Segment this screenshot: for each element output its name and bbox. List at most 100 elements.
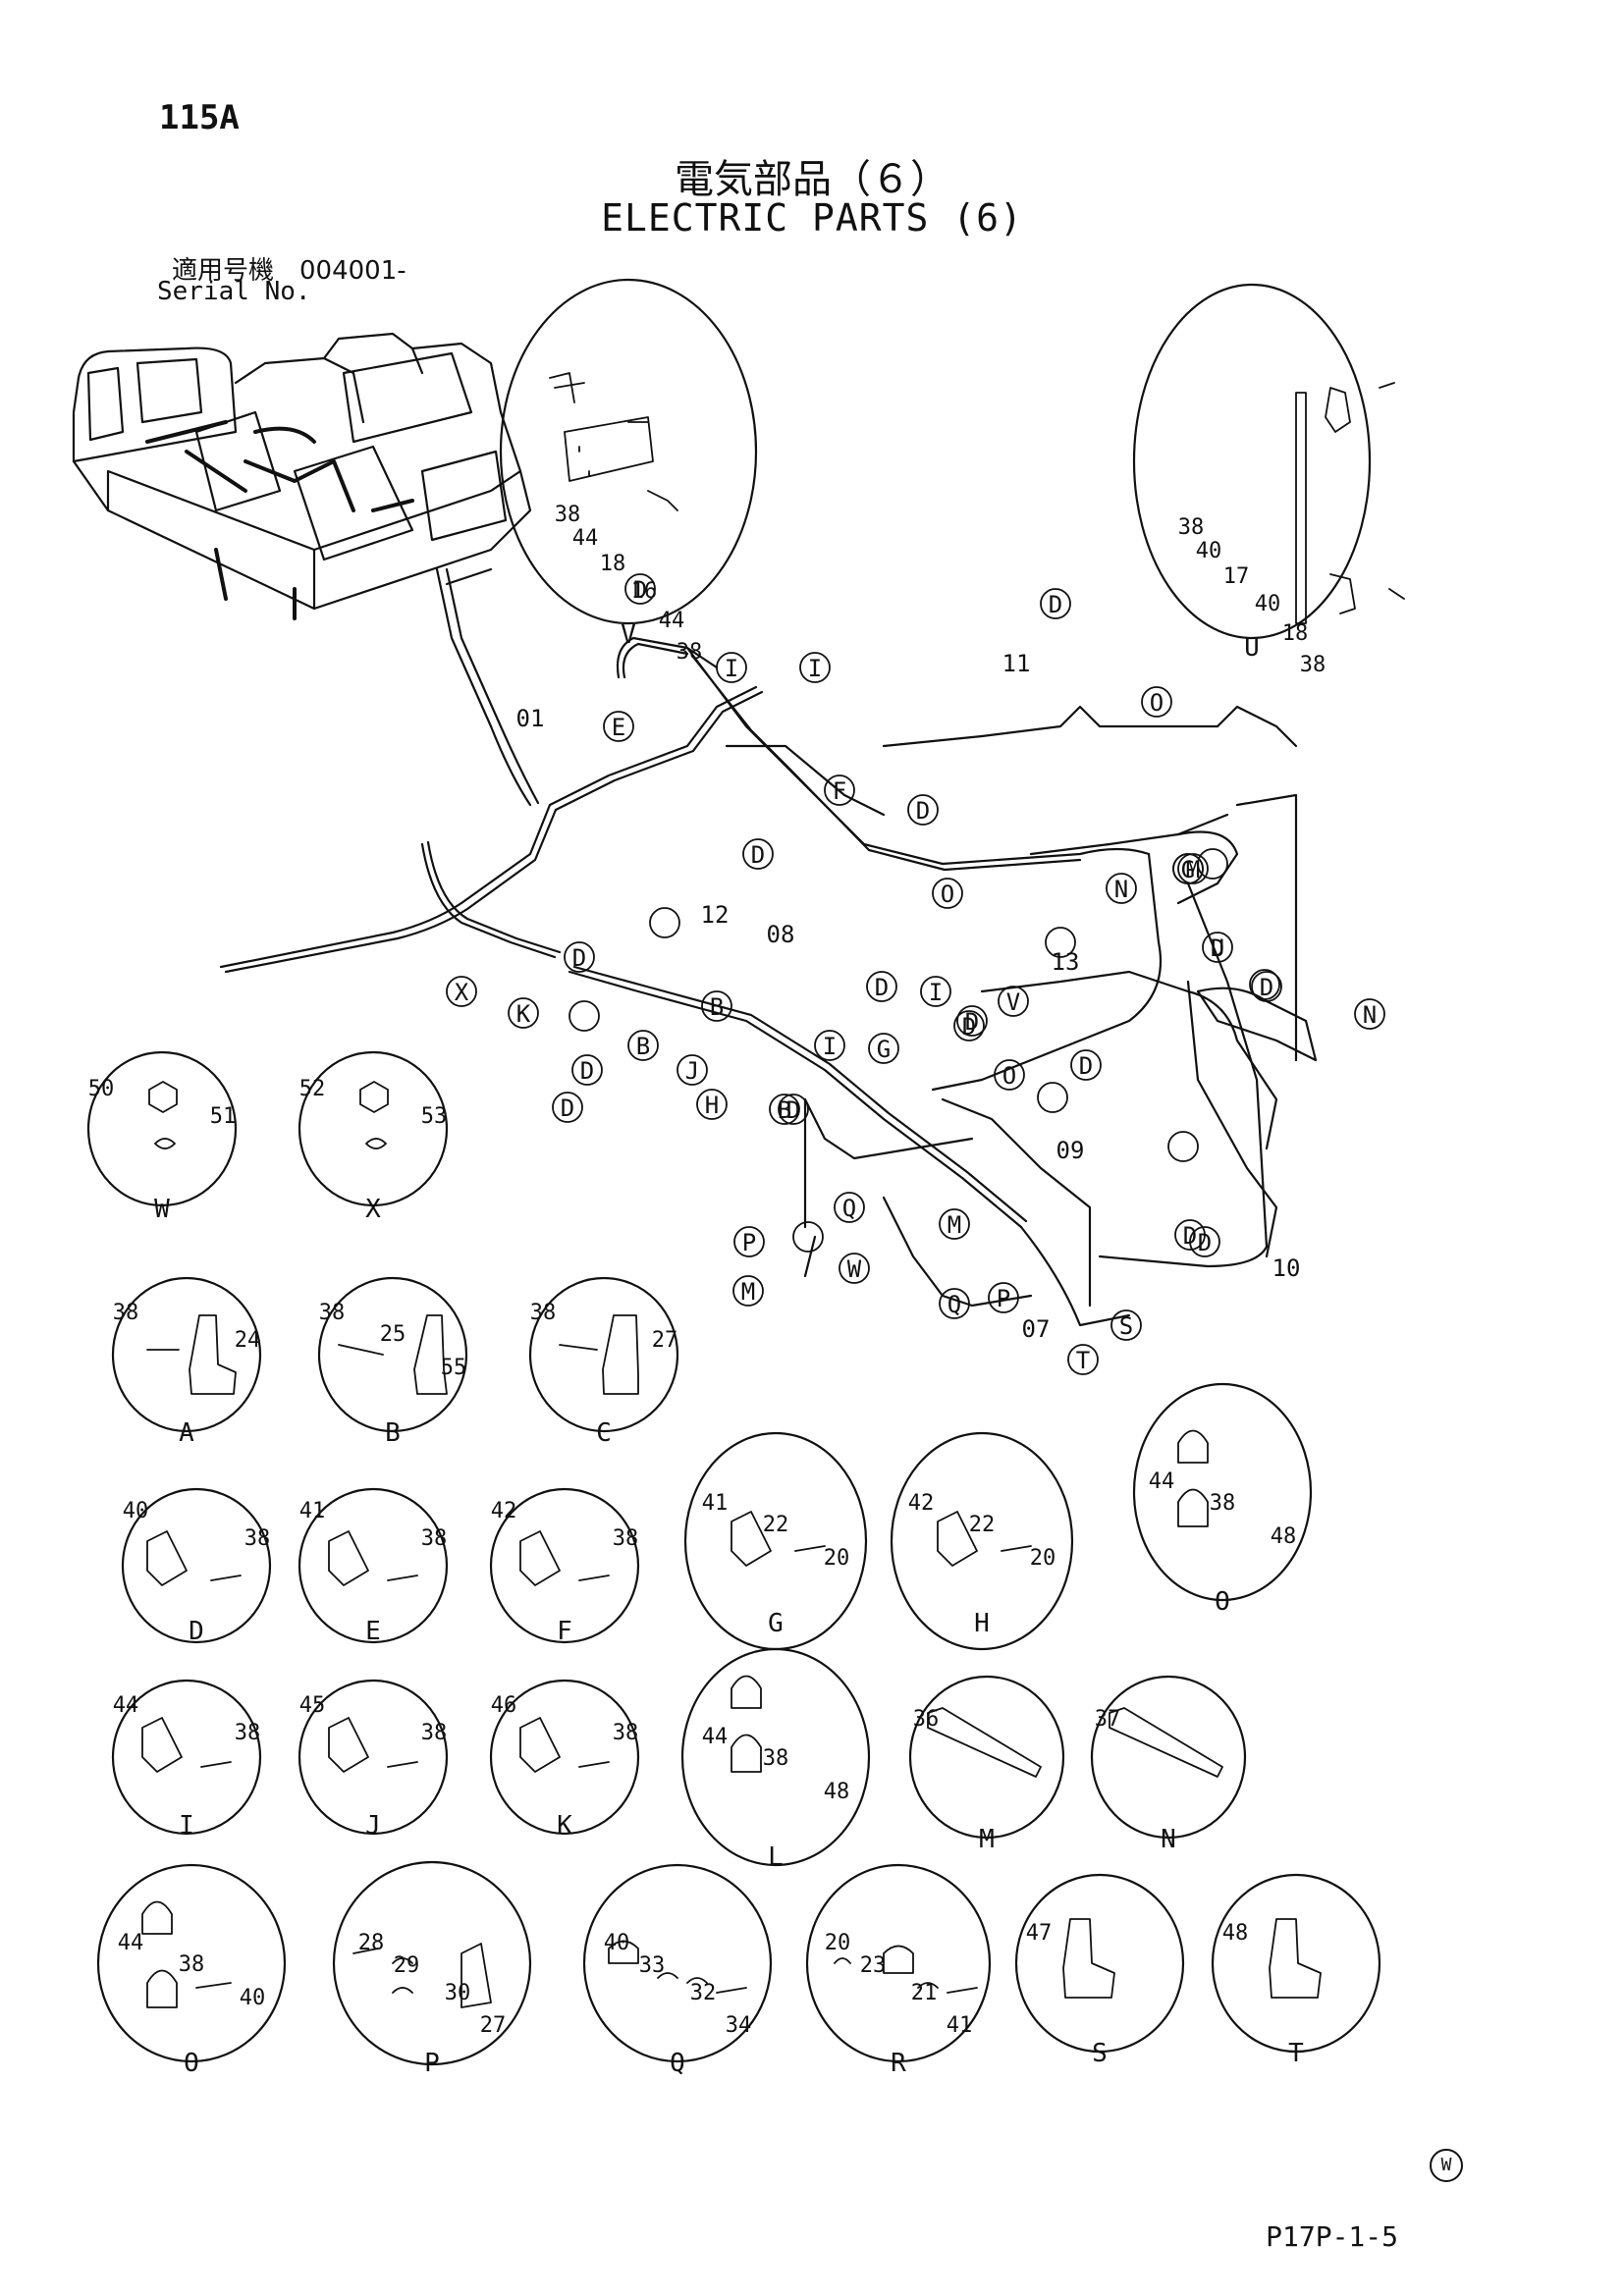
view-label-r: R — [891, 2049, 906, 2078]
serial-label-japanese: 適用号機 004001- — [172, 256, 406, 286]
callout-d: D — [1079, 1052, 1093, 1080]
view-label-m: M — [979, 1825, 995, 1854]
callout-w: W — [847, 1255, 862, 1283]
view-label-i: I — [179, 1811, 194, 1841]
part-number-38: 38 — [244, 1526, 271, 1551]
part-number-42: 42 — [491, 1499, 517, 1523]
title-english: ELECTRIC PARTS (6) — [601, 196, 1023, 240]
part-number-48: 48 — [1222, 1921, 1249, 1946]
callout-q: Q — [842, 1195, 856, 1222]
callout-o: O — [1002, 1062, 1016, 1090]
callout-f: F — [833, 777, 846, 805]
page-number: 115A — [159, 98, 240, 137]
view-label-w: W — [154, 1195, 170, 1224]
part-number-40: 40 — [123, 1499, 149, 1523]
view-label-f: F — [557, 1617, 572, 1646]
callout-n: N — [1114, 876, 1128, 903]
part-number-28: 28 — [358, 1931, 385, 1955]
harness-number-11: 11 — [1002, 650, 1031, 677]
part-number-38: 38 — [763, 1746, 789, 1771]
part-number-44: 44 — [113, 1693, 139, 1718]
part-number-37: 37 — [1095, 1707, 1121, 1732]
harness-number-07: 07 — [1022, 1315, 1051, 1343]
harness-number-13: 13 — [1052, 948, 1080, 976]
callout-d: D — [1211, 934, 1224, 962]
view-label-b: B — [385, 1418, 401, 1448]
callout-p: P — [997, 1285, 1010, 1312]
watermark-symbol: W — [1430, 2149, 1463, 2182]
view-label-q: Q — [670, 2049, 685, 2078]
part-number-38: 38 — [1178, 515, 1205, 540]
callout-u: U — [1211, 934, 1224, 962]
part-number-41: 41 — [947, 2013, 973, 2038]
part-number-48: 48 — [824, 1780, 850, 1804]
part-number-44: 44 — [118, 1931, 144, 1955]
part-number-20: 20 — [824, 1546, 850, 1571]
part-number-38: 38 — [1300, 653, 1326, 677]
callout-d: D — [786, 1096, 800, 1124]
part-number-27: 27 — [480, 2013, 507, 2038]
part-number-38: 38 — [179, 1952, 205, 1977]
part-number-52: 52 — [299, 1077, 326, 1101]
part-number-38: 38 — [421, 1721, 448, 1745]
part-number-44: 44 — [659, 609, 685, 633]
harness-lines — [219, 567, 1318, 1327]
callout-d: D — [1260, 974, 1273, 1001]
part-number-38: 38 — [235, 1721, 261, 1745]
part-number-21: 21 — [911, 1981, 938, 2005]
part-number-38: 38 — [613, 1526, 639, 1551]
callout-d: D — [916, 797, 930, 825]
callout-d: D — [962, 1013, 976, 1041]
part-number-42: 42 — [908, 1491, 935, 1516]
view-label-h: H — [974, 1609, 990, 1638]
callout-d: D — [751, 841, 765, 869]
view-label-a: A — [179, 1418, 194, 1448]
view-label-l: L — [768, 1842, 784, 1872]
part-number-30: 30 — [445, 1981, 471, 2005]
harness-number-09: 09 — [1056, 1137, 1085, 1164]
harness-number-08: 08 — [767, 921, 795, 948]
view-label-d: D — [189, 1617, 204, 1646]
view-label-o: O — [184, 2049, 199, 2078]
part-number-23: 23 — [860, 1953, 887, 1978]
callout-x: X — [455, 979, 469, 1006]
callout-i: I — [725, 655, 738, 682]
part-number-20: 20 — [1030, 1546, 1056, 1571]
callout-d: D — [561, 1095, 574, 1122]
part-number-36: 36 — [913, 1707, 940, 1732]
part-number-46: 46 — [491, 1693, 517, 1718]
callout-d: D — [1049, 591, 1062, 618]
callout-p: P — [742, 1229, 756, 1256]
part-number-44: 44 — [572, 526, 599, 551]
part-number-55: 55 — [441, 1356, 467, 1380]
part-number-53: 53 — [421, 1104, 448, 1129]
view-label-n: N — [1161, 1825, 1176, 1854]
part-number-38: 38 — [113, 1301, 139, 1325]
part-number-38: 38 — [319, 1301, 346, 1325]
part-number-50: 50 — [88, 1077, 115, 1101]
detail-circles — [86, 278, 1381, 2066]
view-label-s: S — [1092, 2039, 1108, 2068]
part-number-25: 25 — [380, 1322, 406, 1347]
part-number-45: 45 — [299, 1693, 326, 1718]
callout-s: S — [1119, 1312, 1133, 1340]
part-sketches — [141, 372, 1405, 2008]
part-number-32: 32 — [690, 1981, 717, 2005]
callout-e: E — [612, 714, 625, 741]
view-label-t: T — [1288, 2039, 1304, 2068]
callout-m: M — [1186, 856, 1200, 883]
callout-b: B — [636, 1033, 650, 1060]
callout-m: M — [947, 1211, 961, 1239]
callout-m: M — [741, 1278, 755, 1306]
callout-t: T — [1076, 1347, 1090, 1374]
callout-g: G — [1181, 856, 1195, 883]
part-number-27: 27 — [652, 1328, 678, 1353]
part-number-38: 38 — [530, 1301, 557, 1325]
view-label-v: V — [621, 620, 636, 650]
part-number-41: 41 — [299, 1499, 326, 1523]
callout-i: I — [929, 979, 943, 1006]
part-number-22: 22 — [763, 1513, 789, 1537]
callout-d: D — [572, 944, 586, 972]
part-number-29: 29 — [394, 1953, 420, 1978]
